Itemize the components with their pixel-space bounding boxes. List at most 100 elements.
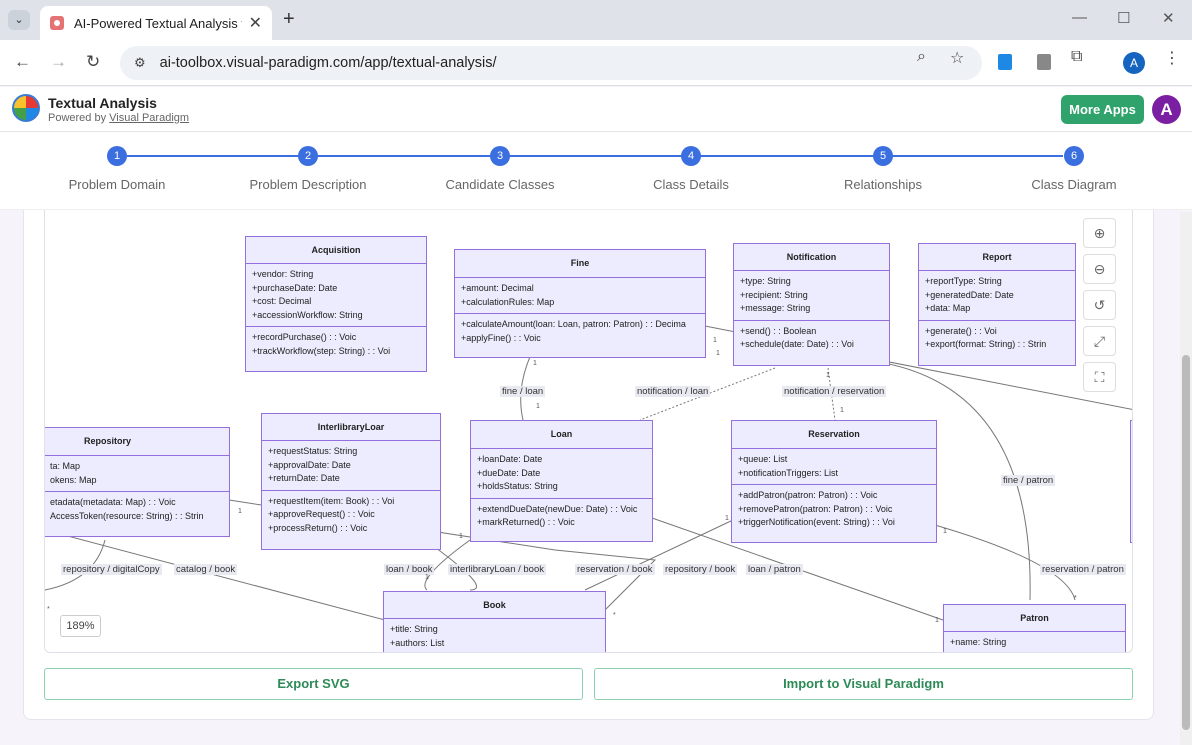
multiplicity: 1 bbox=[536, 403, 540, 410]
import-visual-paradigm-button[interactable]: Import to Visual Paradigm bbox=[594, 668, 1133, 700]
back-icon[interactable]: ← bbox=[14, 52, 31, 71]
relation-label: notification / reservation bbox=[782, 386, 887, 397]
multiplicity: 1 bbox=[425, 574, 429, 581]
step-5-circle[interactable]: 5 bbox=[873, 146, 893, 166]
step-4-circle[interactable]: 4 bbox=[681, 146, 701, 166]
attributes: +vendor: String +purchaseDate: Date +cos… bbox=[246, 264, 426, 327]
operations: +generate() : : Voi +export(format: Stri… bbox=[925, 325, 1047, 350]
browser-menu-icon[interactable]: ⋮ bbox=[1164, 50, 1180, 67]
multiplicity: 1 bbox=[826, 372, 830, 379]
tab-search-icon[interactable]: ⌄ bbox=[8, 10, 30, 30]
class-patron[interactable]: Patron +name: String bbox=[943, 604, 1126, 652]
site-info-icon[interactable]: ⚙ bbox=[134, 55, 146, 70]
bookmark-star-icon[interactable]: ☆ bbox=[950, 50, 965, 67]
step-1-label[interactable]: Problem Domain bbox=[68, 177, 166, 192]
class-book[interactable]: Book +title: String +authors: List bbox=[383, 591, 606, 652]
operations: etadata(metadata: Map) : : Voic AccessTo… bbox=[50, 497, 204, 521]
relation-label: repository / book bbox=[663, 564, 738, 575]
step-3-label[interactable]: Candidate Classes bbox=[445, 177, 555, 192]
forward-icon[interactable]: → bbox=[50, 52, 67, 71]
operations: +recordPurchase() : : Voic +trackWorkflo… bbox=[252, 332, 391, 356]
class-offscreen[interactable] bbox=[1130, 420, 1132, 543]
edge-fine-patron bbox=[864, 359, 1031, 601]
step-2-circle[interactable]: 2 bbox=[298, 146, 318, 166]
step-6-label[interactable]: Class Diagram bbox=[1031, 177, 1117, 192]
browser-tab[interactable]: AI-Powered Textual Analysis for ✕ bbox=[40, 6, 272, 40]
operations: +calculateAmount(loan: Loan, patron: Pat… bbox=[461, 319, 686, 343]
multiplicity: * bbox=[47, 606, 50, 613]
extensions-puzzle-icon[interactable]: ⧉ bbox=[1071, 48, 1083, 65]
attributes: +loanDate: Date +dueDate: Date +holdsSta… bbox=[471, 449, 652, 499]
stepper-line bbox=[127, 155, 1063, 157]
class-notification[interactable]: Notification +type: String +recipient: S… bbox=[733, 243, 890, 366]
extension-icon[interactable] bbox=[998, 54, 1012, 70]
relation-label: interlibraryLoan / book bbox=[448, 564, 546, 575]
relation-label: loan / patron bbox=[746, 564, 803, 575]
app-header: Textual Analysis Powered by Visual Parad… bbox=[0, 87, 1192, 132]
extension-icon[interactable] bbox=[1037, 54, 1051, 70]
maximize-icon[interactable]: ☐ bbox=[1117, 10, 1131, 27]
step-2-label[interactable]: Problem Description bbox=[249, 177, 367, 192]
multiplicity: * bbox=[613, 612, 616, 619]
reload-icon[interactable]: ↻ bbox=[86, 52, 101, 71]
profile-avatar[interactable]: A bbox=[1123, 52, 1145, 74]
relation-label: fine / loan bbox=[500, 386, 546, 397]
browser-tab-strip: ⌄ AI-Powered Textual Analysis for ✕ + — … bbox=[0, 0, 1192, 40]
zoom-page-icon[interactable]: ⌕ bbox=[917, 48, 926, 65]
visual-paradigm-logo-icon bbox=[12, 94, 40, 122]
step-3-circle[interactable]: 3 bbox=[490, 146, 510, 166]
scrollbar-thumb[interactable] bbox=[1182, 355, 1190, 730]
relation-label: reservation / patron bbox=[1040, 564, 1126, 575]
tab-title: AI-Powered Textual Analysis for bbox=[74, 15, 242, 31]
multiplicity: 1 bbox=[725, 515, 729, 522]
multiplicity: 1 bbox=[459, 533, 463, 540]
class-fine[interactable]: Fine +amount: Decimal +calculationRules:… bbox=[454, 249, 706, 358]
attributes: +reportType: String +generatedDate: Date… bbox=[919, 271, 1075, 321]
class-acquisition[interactable]: Acquisition +vendor: String +purchaseDat… bbox=[245, 236, 427, 372]
attributes: ta: Map okens: Map bbox=[45, 456, 229, 492]
class-reservation[interactable]: Reservation +queue: List +notificationTr… bbox=[731, 420, 937, 543]
class-report[interactable]: Report +reportType: String +generatedDat… bbox=[918, 243, 1076, 366]
edge-catalog-book bbox=[45, 529, 386, 621]
class-diagram-canvas[interactable]: Acquisition +vendor: String +purchaseDat… bbox=[44, 210, 1133, 653]
minimize-icon[interactable]: — bbox=[1072, 9, 1087, 26]
fit-icon[interactable]: ⤢ bbox=[1083, 326, 1116, 356]
operations: +requestItem(item: Book) : : Voi +approv… bbox=[268, 495, 395, 533]
attributes: +amount: Decimal +calculationRules: Map bbox=[455, 278, 705, 314]
class-interlibraryloan[interactable]: InterlibraryLoar +requestStatus: String … bbox=[261, 413, 441, 550]
relation-label: fine / patron bbox=[1001, 475, 1056, 486]
operations: +send() : : Boolean +schedule(date: Date… bbox=[740, 325, 854, 350]
relation-label: catalog / book bbox=[174, 564, 238, 575]
zoom-out-icon[interactable]: ⊖ bbox=[1083, 254, 1116, 284]
zoom-in-icon[interactable]: ⊕ bbox=[1083, 218, 1116, 248]
multiplicity: * bbox=[1074, 595, 1077, 602]
multiplicity: 1 bbox=[238, 508, 242, 515]
attributes: +requestStatus: String +approvalDate: Da… bbox=[262, 441, 440, 491]
more-apps-button[interactable]: More Apps bbox=[1061, 95, 1144, 124]
visual-paradigm-link[interactable]: Visual Paradigm bbox=[109, 112, 190, 124]
reset-icon[interactable]: ↺ bbox=[1083, 290, 1116, 320]
operations: +addPatron(patron: Patron) : : Voic +rem… bbox=[738, 490, 895, 527]
window-close-icon[interactable]: ✕ bbox=[1162, 10, 1175, 27]
multiplicity: 1 bbox=[716, 350, 720, 357]
url-text[interactable]: ai-toolbox.visual-paradigm.com/app/textu… bbox=[159, 55, 497, 71]
multiplicity: 1 bbox=[533, 360, 537, 367]
relation-label: repository / digitalCopy bbox=[61, 564, 162, 575]
user-avatar[interactable]: A bbox=[1152, 95, 1181, 124]
step-6-circle[interactable]: 6 bbox=[1064, 146, 1084, 166]
attributes: +name: String bbox=[950, 637, 1007, 647]
new-tab-icon[interactable]: + bbox=[283, 8, 295, 30]
zoom-level: 189% bbox=[60, 615, 101, 637]
tab-close-icon[interactable]: ✕ bbox=[248, 15, 262, 32]
step-4-label[interactable]: Class Details bbox=[653, 177, 729, 192]
class-repository[interactable]: Repository ta: Map okens: Map etadata(me… bbox=[45, 427, 230, 537]
export-svg-button[interactable]: Export SVG bbox=[44, 668, 583, 700]
step-5-label[interactable]: Relationships bbox=[843, 177, 923, 192]
class-loan[interactable]: Loan +loanDate: Date +dueDate: Date +hol… bbox=[470, 420, 653, 542]
multiplicity: 1 bbox=[840, 407, 844, 414]
address-bar[interactable]: ⚙ ai-toolbox.visual-paradigm.com/app/tex… bbox=[120, 46, 982, 80]
edge-reservation-book bbox=[584, 519, 734, 591]
fullscreen-icon[interactable]: ⛶ bbox=[1083, 362, 1116, 392]
attributes: +type: String +recipient: String +messag… bbox=[734, 271, 889, 321]
step-1-circle[interactable]: 1 bbox=[107, 146, 127, 166]
